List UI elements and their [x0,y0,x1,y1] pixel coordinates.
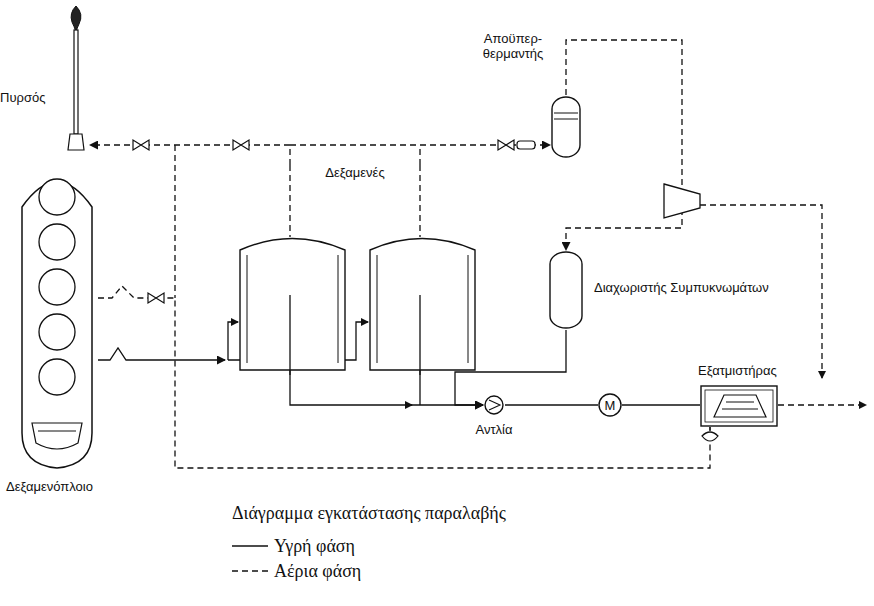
condensate-separator-outline [548,250,584,330]
tanker-ship-outline [16,165,98,470]
drawing-stroke [664,184,700,218]
liquid-pipe [290,375,483,405]
desuperheater-vessel: Αποϋπερ- θερμαντής [550,95,582,159]
gas-pipe [90,145,290,165]
drawing-stroke [22,182,92,468]
flare-stack: Πυρσός [62,4,90,156]
equipment-label: Δεξαμενόπλοιο [4,479,95,494]
motor-symbol: M [598,393,622,417]
pump-symbol-outline [483,394,505,416]
legend-text: Αέρια φάση [274,560,361,582]
liquid-pipe [98,348,225,360]
equipment-label: Δεξαμενές [323,165,386,180]
drawing-stroke [550,252,582,328]
storage-tanks: Δεξαμενές [225,165,485,375]
legend-line-dashed [232,570,268,571]
vaporizer-unit: Εξατμιστήρας [700,385,778,427]
drawing-stroke [701,386,777,426]
equipment-label: Αντλία [474,422,515,437]
equipment-label: Εξατμιστήρας [696,363,779,378]
equipment-label: Διαχωριστής Συμπυκνωμάτων [592,280,771,295]
drawing-stroke [489,400,500,410]
legend-line-solid [232,545,268,546]
drawing-stroke [714,395,766,417]
drawing-stroke [247,255,338,363]
drawing-stroke [552,97,580,157]
drawing-stroke [778,404,866,405]
drawing-stroke [370,239,475,371]
drawing-stroke [148,293,164,303]
drawing-stroke [74,30,78,134]
legend-samples [232,546,268,571]
drawing-stroke [71,6,81,32]
drawing-stroke [39,359,75,395]
liquid-pipe [505,404,598,405]
legend-text: Υγρή φάση [274,535,355,557]
drawing-stroke [485,396,503,414]
drawing-stroke [377,255,468,363]
gas-lines [175,145,866,405]
desuperheater-vessel-outline [550,95,582,159]
drawing-stroke [722,402,758,409]
pump-symbol: Αντλία [483,394,505,416]
equipment-label: Πυρσός [0,90,47,105]
drawing-stroke [290,165,420,237]
equipment-label: M [603,398,618,413]
drawing-stroke [39,224,75,260]
drawing-stroke [68,134,84,150]
drawing-stroke [38,431,76,432]
compressor-symbol [664,184,700,218]
drawing-stroke [174,145,175,298]
drawing-stroke [498,140,514,150]
drawing-stroke [705,390,773,422]
condensate-separator: Διαχωριστής Συμπυκνωμάτων [548,250,584,330]
drawing-stroke [709,427,710,431]
drawing-stroke [290,295,420,375]
drawing-stroke [228,322,238,360]
liquid-pipe [622,404,700,405]
drawing-stroke [702,432,718,441]
burner-symbol [702,427,718,441]
drawing-stroke [133,140,149,150]
diagram-caption: Διάγραμμα εγκατάστασης παραλαβής [232,502,506,524]
drawing-stroke [240,239,345,371]
drawing-stroke [419,375,420,405]
drawing-stroke [290,144,420,145]
vaporizer-unit-outline [700,385,778,427]
equipment-label: Αποϋπερ- θερμαντής [474,31,552,61]
drawing-stroke [554,113,578,119]
drawing-stroke [32,423,82,449]
flare-stack-outline [62,4,90,156]
drawing-stroke [517,141,535,149]
drawing-stroke [233,140,249,150]
drawing-stroke [39,179,75,215]
storage-tanks-outline [225,165,485,375]
drawing-stroke [39,314,75,350]
drawing-stroke [39,269,75,305]
tanker-ship: Δεξαμενόπλοιο [16,165,98,470]
drawing-stroke [599,394,621,416]
